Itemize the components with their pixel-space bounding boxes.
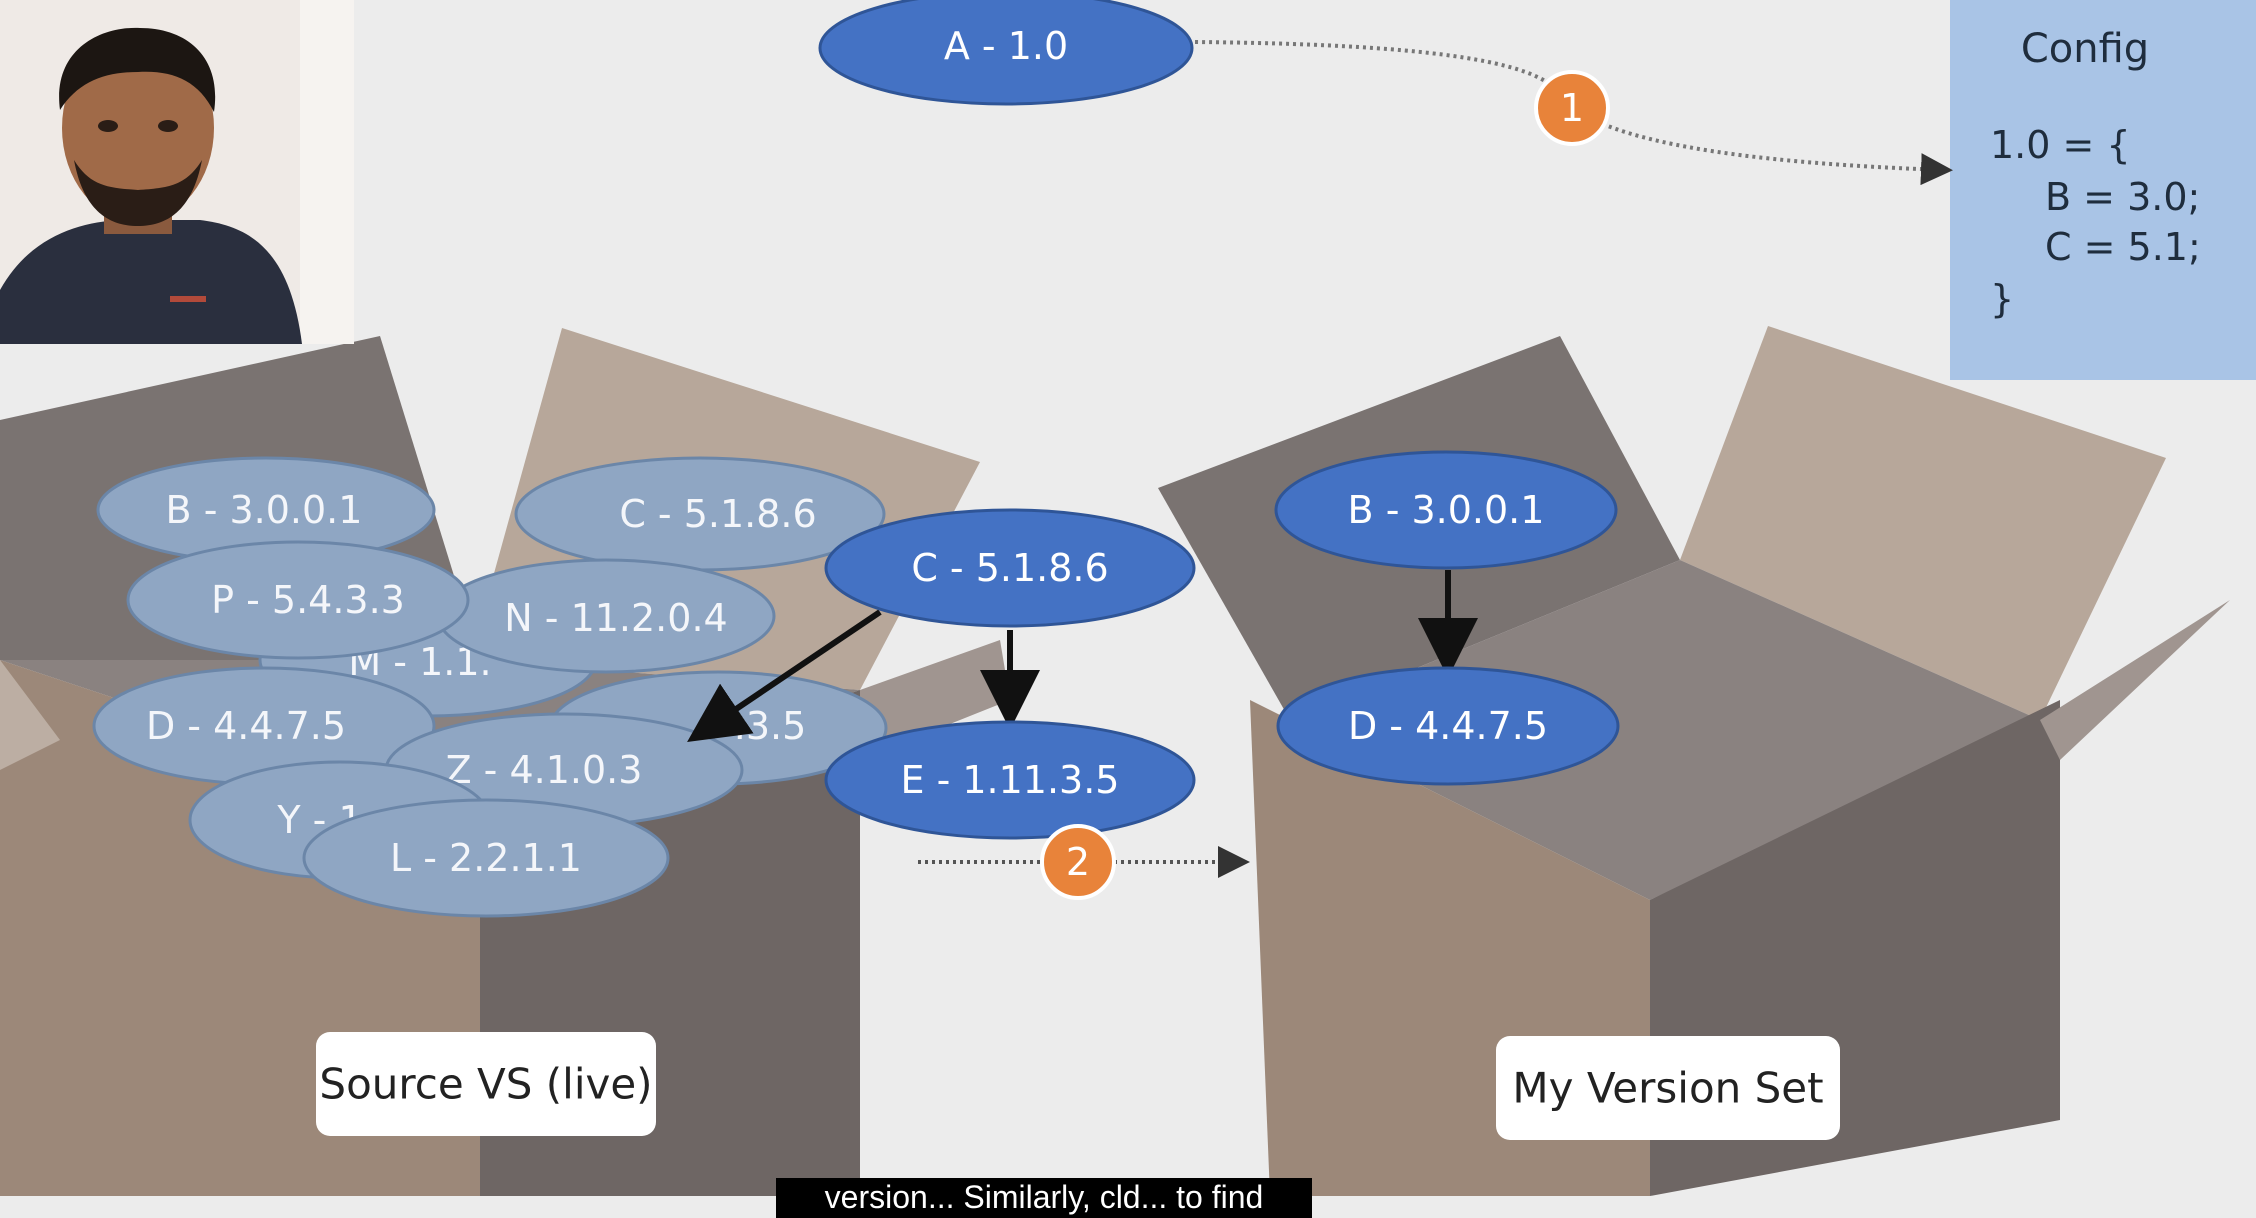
target-package-label: B - 3.0.0.1: [1348, 488, 1545, 532]
dependency-arrow: [687, 609, 882, 743]
config-line: 1.0 = {: [1990, 123, 2131, 167]
step-badge-2-label: 2: [1066, 840, 1090, 884]
config-line: }: [1990, 277, 2014, 321]
target-box-label: My Version Set: [1496, 1036, 1840, 1140]
source-package-label: N - 11.2.0.4: [504, 596, 727, 640]
config-line: B = 3.0;: [2045, 175, 2200, 219]
node-e: E - 1.11.3.5: [824, 720, 1196, 840]
node-c: C - 5.1.8.6: [824, 508, 1196, 628]
node-a: A - 1.0: [818, 0, 1194, 106]
config-title: Config: [2021, 26, 2149, 72]
source-package-label: Z - 4.1.0.3: [446, 748, 643, 792]
source-package-label: .3.5: [734, 704, 807, 748]
target-package: B - 3.0.0.1: [1274, 450, 1618, 570]
source-package: B - 3.0.0.1: [96, 456, 436, 564]
target-box-label-text: My Version Set: [1512, 1064, 1823, 1113]
presenter-shirt: [0, 220, 302, 344]
source-package-label: P - 5.4.3.3: [211, 578, 405, 622]
source-package: C - 5.1.8.6: [514, 456, 886, 572]
source-package: N - 11.2.0.4: [436, 558, 776, 674]
source-package-label: B - 3.0.0.1: [166, 488, 363, 532]
config-line: C = 5.1;: [2045, 225, 2201, 269]
source-package: D - 4.4.7.5: [92, 666, 436, 786]
source-package-label: D - 4.4.7.5: [146, 704, 346, 748]
subtitle-caption: version... Similarly, cld... to find: [776, 1178, 1312, 1218]
presenter-face: [62, 34, 214, 222]
node-a-label: A - 1.0: [944, 24, 1068, 68]
presenter-video: [0, 0, 354, 344]
source-package-label: C - 5.1.8.6: [619, 492, 816, 536]
source-package-label: L - 2.2.1.1: [390, 836, 582, 880]
step-badge-2: 2: [1040, 824, 1116, 900]
source-package: L - 2.2.1.1: [302, 798, 670, 918]
source-box-label-text: Source VS (live): [319, 1060, 652, 1109]
target-package: D - 4.4.7.5: [1276, 666, 1620, 786]
node-e-label: E - 1.11.3.5: [900, 758, 1119, 802]
step-badge-1-label: 1: [1560, 86, 1584, 130]
source-box-label: Source VS (live): [316, 1032, 656, 1136]
step-badge-1: 1: [1534, 70, 1610, 146]
source-package: P - 5.4.3.3: [126, 540, 470, 660]
config-box: Config 1.0 = { B = 3.0; C = 5.1; }: [1950, 0, 2256, 380]
target-package-label: D - 4.4.7.5: [1348, 704, 1548, 748]
node-c-label: C - 5.1.8.6: [911, 546, 1108, 590]
